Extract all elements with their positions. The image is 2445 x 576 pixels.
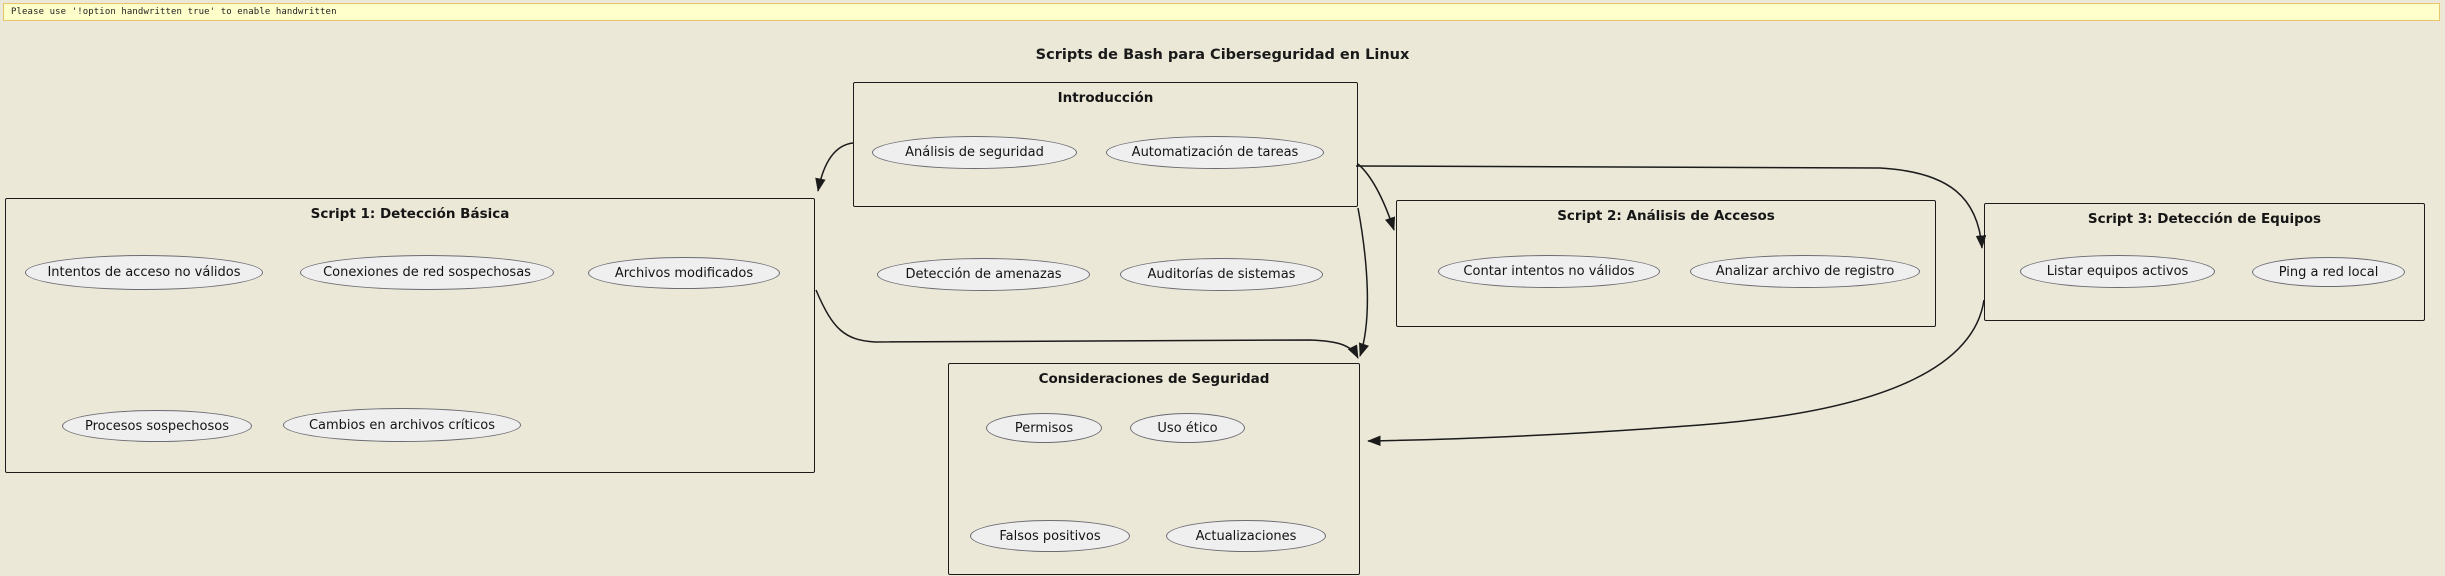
- node-conexiones-de-red-sospechosas[interactable]: Conexiones de red sospechosas: [300, 255, 554, 290]
- node-analisis-de-seguridad[interactable]: Análisis de seguridad: [872, 136, 1077, 169]
- node-label: Procesos sospechosos: [85, 418, 229, 434]
- node-cambios-en-archivos-criticos[interactable]: Cambios en archivos críticos: [283, 408, 521, 442]
- node-label: Ping a red local: [2278, 264, 2379, 280]
- node-contar-intentos-no-validos[interactable]: Contar intentos no válidos: [1438, 255, 1660, 288]
- node-label: Cambios en archivos críticos: [308, 417, 496, 433]
- node-procesos-sospechosos[interactable]: Procesos sospechosos: [62, 410, 252, 442]
- group-title-script-1: Script 1: Detección Básica: [310, 206, 510, 222]
- edge-introduccion-script2: [1357, 163, 1395, 231]
- node-label: Detección de amenazas: [905, 267, 1062, 282]
- edge-introduccion-consideraciones: [1357, 207, 1369, 357]
- node-uso-etico[interactable]: Uso ético: [1130, 413, 1245, 443]
- node-label: Analizar archivo de registro: [1715, 264, 1895, 279]
- node-listar-equipos-activos[interactable]: Listar equipos activos: [2020, 255, 2215, 288]
- diagram-title: Scripts de Bash para Ciberseguridad en L…: [1035, 47, 1410, 63]
- node-intentos-de-acceso-no-validos[interactable]: Intentos de acceso no válidos: [25, 255, 263, 290]
- warning-banner-text: Please use '!option handwritten true' to…: [11, 7, 337, 17]
- node-label: Auditorías de sistemas: [1147, 267, 1296, 282]
- node-label: Automatización de tareas: [1131, 145, 1299, 160]
- edge-introduccion-script1: [815, 142, 854, 192]
- node-deteccion-de-amenazas[interactable]: Detección de amenazas: [877, 258, 1090, 291]
- node-ping-a-red-local[interactable]: Ping a red local: [2252, 257, 2405, 287]
- node-label: Intentos de acceso no válidos: [47, 265, 241, 280]
- group-box-script-1[interactable]: Script 1: Detección Básica: [5, 198, 815, 473]
- group-title-introduccion: Introducción: [1057, 90, 1154, 106]
- node-actualizaciones[interactable]: Actualizaciones: [1166, 520, 1326, 552]
- group-box-introduccion[interactable]: Introducción: [853, 82, 1358, 207]
- node-archivos-modificados[interactable]: Archivos modificados: [588, 257, 780, 289]
- node-label: Actualizaciones: [1195, 528, 1297, 544]
- handwritten-option-warning-banner: Please use '!option handwritten true' to…: [3, 3, 2440, 21]
- node-label: Conexiones de red sospechosas: [323, 265, 531, 280]
- node-permisos[interactable]: Permisos: [986, 413, 1102, 443]
- node-label: Uso ético: [1157, 420, 1218, 436]
- node-label: Archivos modificados: [614, 265, 754, 281]
- node-automatizacion-de-tareas[interactable]: Automatización de tareas: [1106, 136, 1324, 169]
- node-analizar-archivo-de-registro[interactable]: Analizar archivo de registro: [1690, 255, 1920, 288]
- group-box-script-3[interactable]: Script 3: Detección de Equipos: [1984, 203, 2425, 321]
- group-box-consideraciones-de-seguridad[interactable]: Consideraciones de Seguridad: [948, 363, 1360, 575]
- node-label: Permisos: [1014, 420, 1074, 436]
- node-label: Falsos positivos: [999, 528, 1101, 544]
- node-label: Contar intentos no válidos: [1463, 264, 1635, 279]
- group-title-script-3: Script 3: Detección de Equipos: [2087, 211, 2322, 227]
- node-label: Listar equipos activos: [2046, 264, 2189, 279]
- node-falsos-positivos[interactable]: Falsos positivos: [970, 520, 1130, 552]
- node-auditorias-de-sistemas[interactable]: Auditorías de sistemas: [1120, 258, 1323, 291]
- group-title-consideraciones-de-seguridad: Consideraciones de Seguridad: [1038, 371, 1270, 387]
- group-title-script-2: Script 2: Análisis de Accesos: [1557, 208, 1775, 224]
- node-label: Análisis de seguridad: [905, 145, 1044, 160]
- edge-script1-consideraciones: [815, 289, 1359, 359]
